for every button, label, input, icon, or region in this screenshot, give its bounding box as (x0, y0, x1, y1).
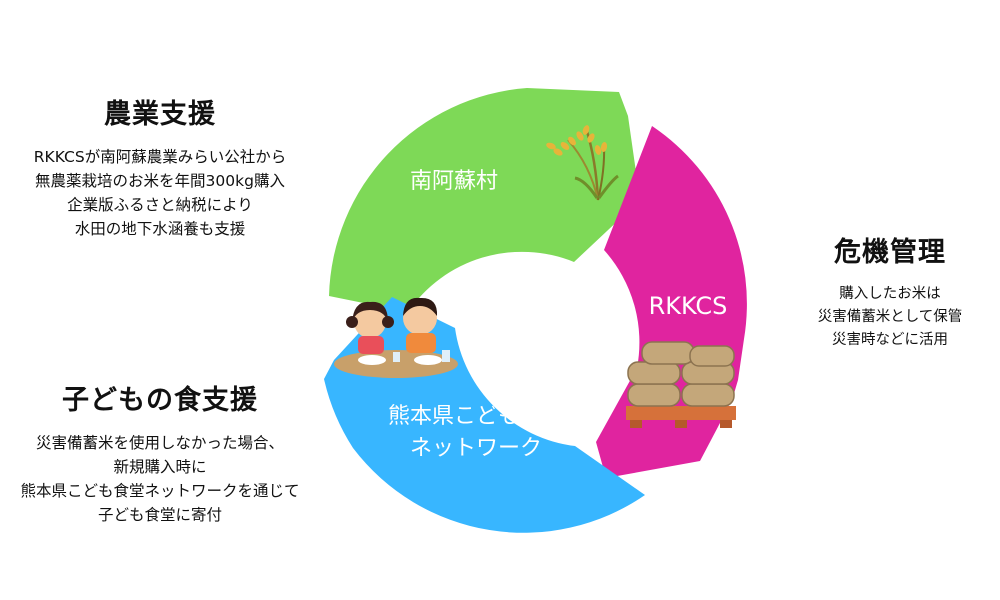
cycle-label-kodomo-network: ネットワーク (410, 436, 542, 461)
risk-management-line: 購入したお米は (839, 286, 941, 302)
child-food-support-line: 子ども食堂に寄付 (97, 506, 222, 524)
child-food-support-title: 子どもの食支援 (62, 385, 258, 416)
child-food-support-line: 災害備蓄米を使用しなかった場合、 (35, 434, 284, 452)
agriculture-support-title: 農業支援 (104, 99, 216, 130)
risk-management-line: 災害時などに活用 (832, 332, 948, 348)
agriculture-support-block: 農業支援 RKKCSが南阿蘇農業みらい公社から 無農薬栽培のお米を年間300kg… (0, 92, 320, 241)
child-food-support-block: 子どもの食支援 災害備蓄米を使用しなかった場合、 新規購入時に 熊本県こども食堂… (0, 378, 320, 527)
agriculture-support-line: 水田の地下水涵養も支援 (74, 220, 246, 238)
cycle-label-minamiaso: 南阿蘇村 (410, 169, 498, 194)
child-food-support-line: 熊本県こども食堂ネットワークを通じて (20, 482, 300, 500)
cycle-segment-green (329, 88, 640, 312)
child-food-support-line: 新規購入時に (113, 458, 207, 476)
rice-sacks-icon (626, 341, 736, 428)
agriculture-support-line: 企業版ふるさと納税により (67, 196, 253, 214)
risk-management-line: 災害備蓄米として保管 (817, 309, 963, 325)
agriculture-support-line: 無農薬栽培のお米を年間300kg購入 (35, 172, 285, 190)
cycle-label-kodomo-network: 熊本県こども食堂 (388, 404, 564, 429)
agriculture-support-line: RKKCSが南阿蘇農業みらい公社から (33, 148, 287, 166)
rice-plant-icon (546, 125, 619, 201)
children-eating-icon (334, 297, 458, 378)
risk-management-block: 危機管理 購入したお米は 災害備蓄米として保管 災害時などに活用 (790, 230, 990, 352)
risk-management-title: 危機管理 (834, 237, 946, 268)
cycle-label-rkkcs: RKKCS (649, 292, 728, 320)
